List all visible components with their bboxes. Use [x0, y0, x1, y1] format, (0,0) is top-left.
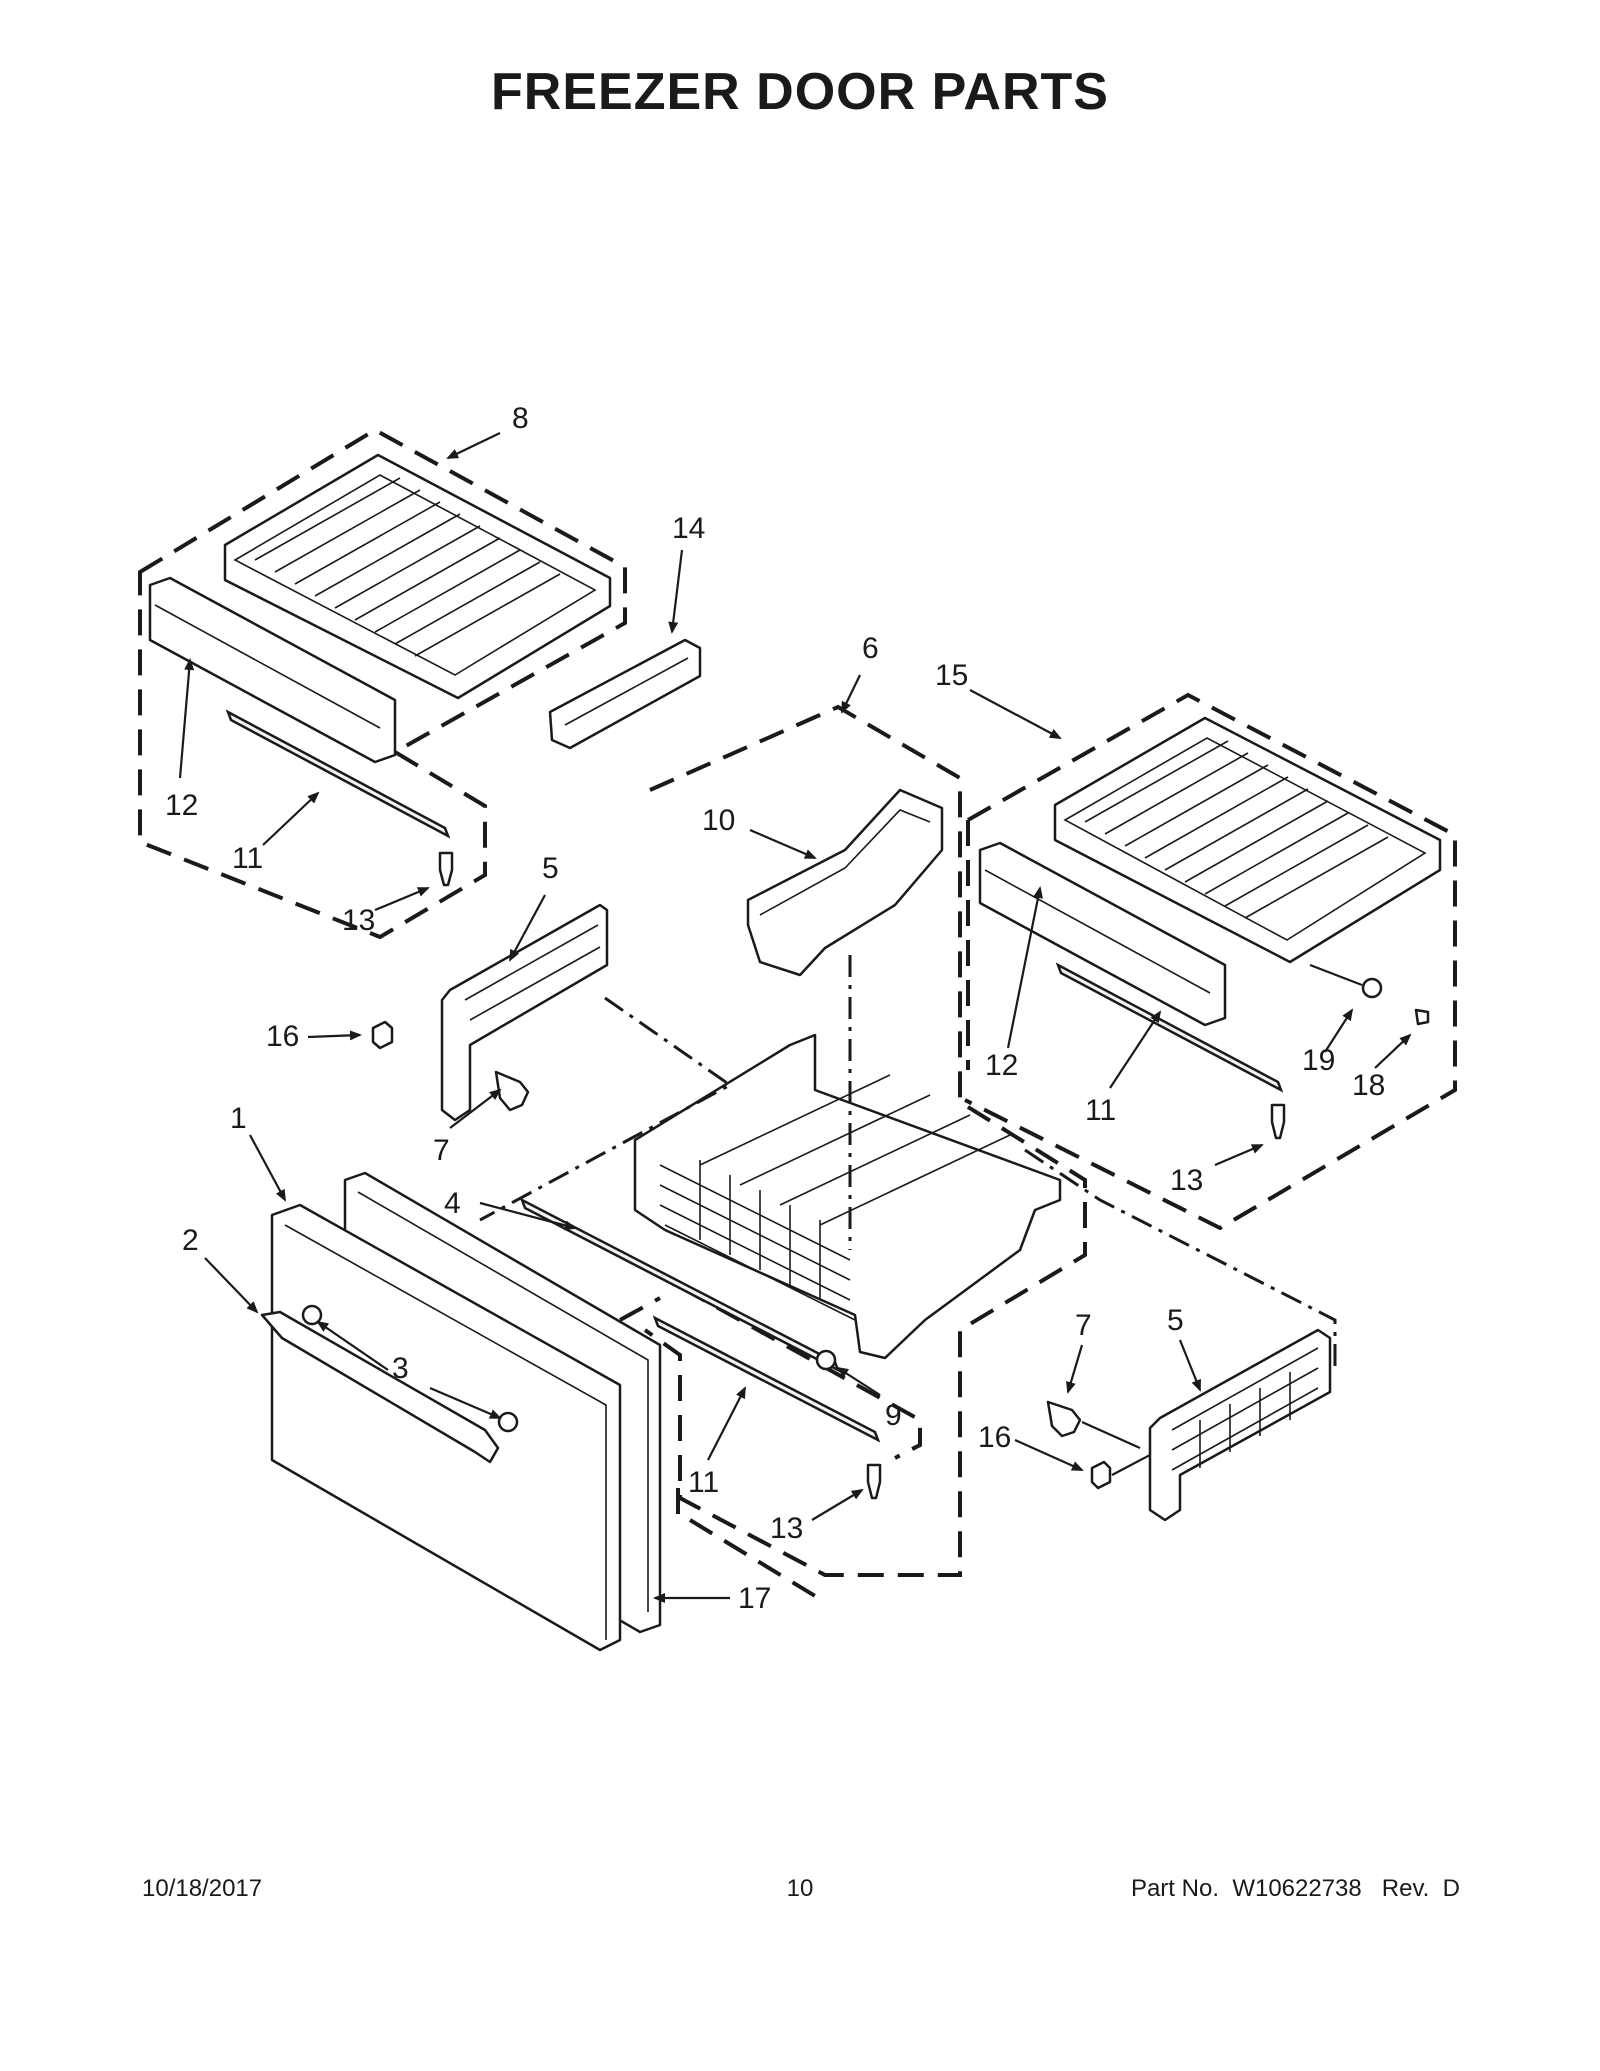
callout-12-upper-right: 12 [985, 1049, 1018, 1082]
footer-page-number: 10 [786, 1875, 814, 1902]
callout-16-right: 16 [978, 1421, 1011, 1454]
upper-left-screw-13 [438, 851, 454, 887]
callout-16-left: 16 [266, 1020, 299, 1053]
footer-part-number: Part No. W10622738 Rev. D [1130, 1875, 1460, 1902]
right-rail-mount-line [1024, 1148, 1337, 1370]
left-rail-mount-line [479, 996, 733, 1222]
right-rail-screw-7 [1046, 1400, 1082, 1438]
callout-11-upper-left: 11 [232, 842, 263, 875]
upper-right-rod-11 [1055, 962, 1284, 1093]
page-title: FREEZER DOOR PARTS [491, 63, 1109, 121]
callout-8: 8 [512, 402, 529, 435]
callout-labels: 8 14 6 15 10 12 11 13 5 16 7 12 19 18 11… [165, 402, 1385, 1615]
callout-15: 15 [935, 659, 968, 692]
right-slide-rail-5 [1148, 1328, 1332, 1522]
callout-2: 2 [182, 1224, 199, 1257]
left-slide-rail-5 [440, 903, 609, 1122]
left-slide-rail-group [371, 903, 609, 1122]
callout-14: 14 [672, 512, 705, 545]
upper-left-rod-11 [225, 709, 451, 839]
callout-7-right: 7 [1075, 1309, 1092, 1342]
upper-basket-tray-8 [223, 453, 612, 700]
callout-6: 6 [862, 632, 879, 665]
callout-9: 9 [885, 1399, 902, 1432]
callout-3: 3 [392, 1352, 409, 1385]
callout-7-left: 7 [433, 1134, 450, 1167]
callout-11-lower: 11 [688, 1466, 719, 1499]
leader-arrows [178, 432, 1412, 1603]
right-rail-clip-16 [1090, 1460, 1112, 1490]
callout-19: 19 [1302, 1044, 1335, 1077]
callout-5-right-rail: 5 [1167, 1304, 1184, 1337]
right-slide-rail-group [1046, 1328, 1332, 1522]
callout-12-upper-left: 12 [165, 789, 198, 822]
callout-1: 1 [230, 1102, 247, 1135]
lower-freezer-bin [633, 1033, 1062, 1360]
right-tray-ribs [1084, 740, 1389, 919]
callout-13-upper-left: 13 [342, 904, 375, 937]
tray-ribs [254, 477, 561, 657]
lower-center-rod-11 [652, 1315, 881, 1443]
freezer-door-group [260, 1171, 662, 1652]
callout-4: 4 [444, 1187, 461, 1220]
callout-18: 18 [1352, 1069, 1385, 1102]
center-bin-divider-10 [746, 788, 944, 977]
left-rail-screw-7 [494, 1070, 530, 1112]
slide-bracket-14 [548, 638, 702, 750]
lower-center-rod-group [519, 1197, 922, 1604]
center-bin-group [633, 704, 1087, 1577]
upper-right-screw-13 [1270, 1103, 1286, 1140]
roller-screw-18 [1414, 1008, 1430, 1026]
handle-screw-right-3 [497, 1411, 519, 1433]
callout-11-upper-right: 11 [1085, 1094, 1116, 1127]
lower-center-screw-13 [866, 1463, 882, 1500]
left-rail-clip-16 [371, 1020, 394, 1050]
callout-17: 17 [738, 1582, 771, 1615]
callout-10: 10 [702, 804, 735, 837]
callout-5-left-rail: 5 [542, 852, 559, 885]
handle-screw-left-3 [301, 1304, 323, 1326]
bin-grille [659, 1074, 1011, 1321]
callout-13-lower: 13 [770, 1512, 803, 1545]
roller-19 [1361, 977, 1383, 999]
footer-date: 10/18/2017 [142, 1875, 263, 1902]
bin-roller-9 [815, 1349, 837, 1371]
upper-left-basket-group [138, 427, 627, 940]
upper-right-basket-tray-15 [1053, 716, 1442, 964]
door-handle-2 [260, 1310, 500, 1464]
upper-right-basket-group [964, 692, 1457, 1231]
callout-13-upper-right: 13 [1170, 1164, 1203, 1197]
right-rail-ribs [1171, 1347, 1319, 1471]
